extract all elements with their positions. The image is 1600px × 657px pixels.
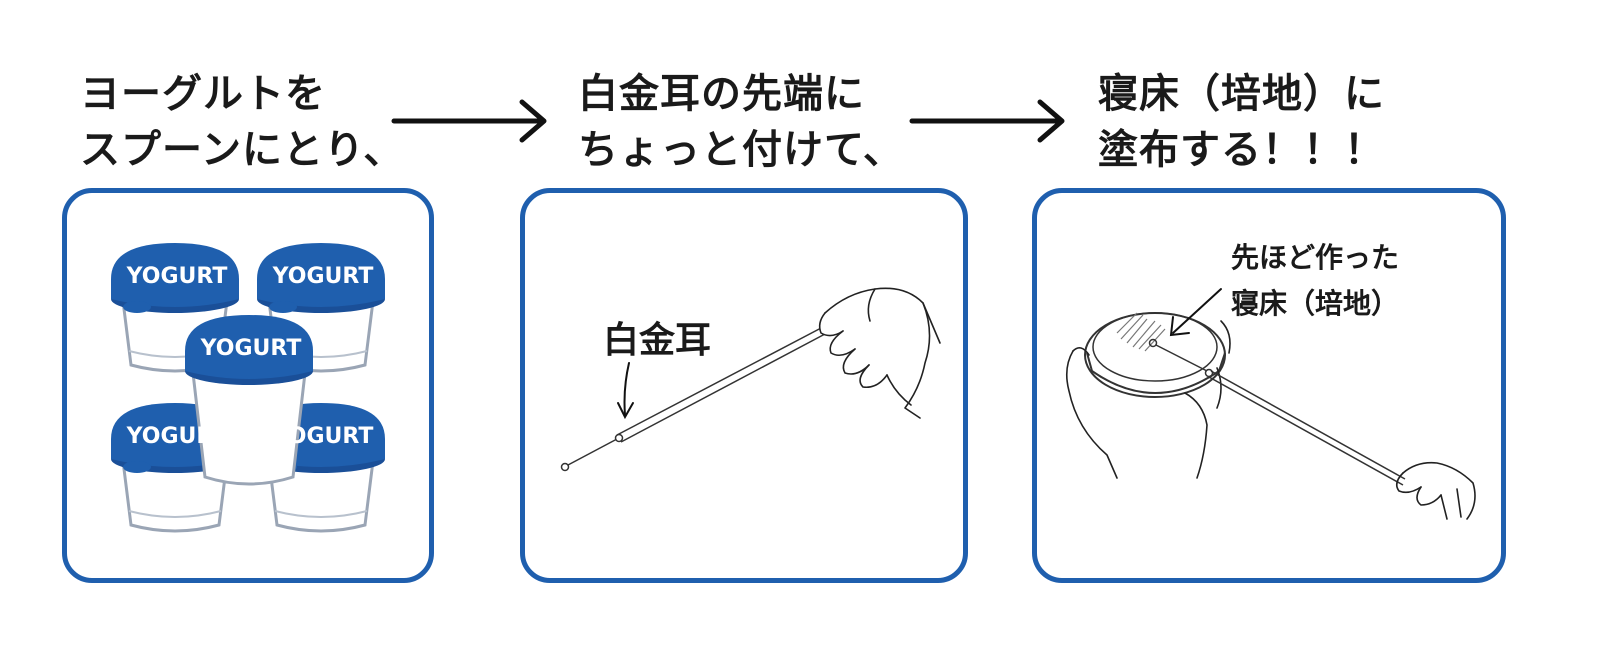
petri-dish-label-line-2: 寝床（培地） (1231, 287, 1400, 320)
left-hand-icon (1065, 320, 1231, 479)
right-hand-icon (1395, 461, 1476, 520)
pointer-arrow-icon (1169, 288, 1222, 337)
yogurt-label-bottom-left: YOGURT (126, 424, 228, 449)
panel-streaking: 先ほど作った 寝床（培地） (1032, 188, 1506, 583)
step-1-caption-line-2: スプーンにとり、 (80, 127, 405, 173)
step-1-caption: ヨーグルトを スプーンにとり、 (80, 66, 404, 178)
step-1-caption-line-1: ヨーグルトを (80, 71, 326, 117)
yogurt-label-bottom-right: YOGURT (272, 424, 374, 449)
hand-icon (818, 287, 941, 419)
petri-dish-streaking-illustration (1065, 288, 1476, 520)
step-2-caption: 白金耳の先端に ちょっと付けて、 (578, 66, 904, 178)
panel-yogurt: YOGURT YOGURT YOGURT YOGURT YOGURT (62, 188, 434, 583)
step-2-caption-line-2: ちょっと付けて、 (578, 127, 904, 173)
panel-inoculation-loop: 白金耳 (520, 188, 968, 583)
flow-arrow-1-icon (391, 99, 547, 143)
petri-dish-label: 先ほど作った 寝床（培地） (1231, 235, 1399, 327)
loop-tool-icon (1148, 338, 1406, 486)
petri-dish-label-line-1: 先ほど作った (1231, 241, 1400, 274)
yogurt-label-center: YOGURT (200, 336, 302, 361)
petri-dish-icon (1084, 312, 1226, 398)
inoculation-loop-illustration (560, 287, 941, 472)
inoculation-loop-icon (560, 326, 826, 472)
yogurt-label-top-right: YOGURT (272, 264, 374, 289)
step-3-caption-line-1: 寝床（培地）に (1098, 71, 1385, 117)
yogurt-cup-center-icon (185, 315, 313, 486)
flow-arrow-2-icon (909, 99, 1065, 143)
step-3-caption-line-2: 塗布する！！！ (1098, 127, 1385, 173)
step-3-caption: 寝床（培地）に 塗布する！！！ (1098, 66, 1385, 178)
step-2-caption-line-1: 白金耳の先端に (578, 71, 865, 117)
yogurt-cups-illustration: YOGURT YOGURT YOGURT YOGURT YOGURT (109, 241, 387, 533)
inoculation-loop-label: 白金耳 (603, 320, 712, 361)
pointer-arrow-icon (617, 362, 634, 420)
yogurt-label-top-left: YOGURT (126, 264, 228, 289)
